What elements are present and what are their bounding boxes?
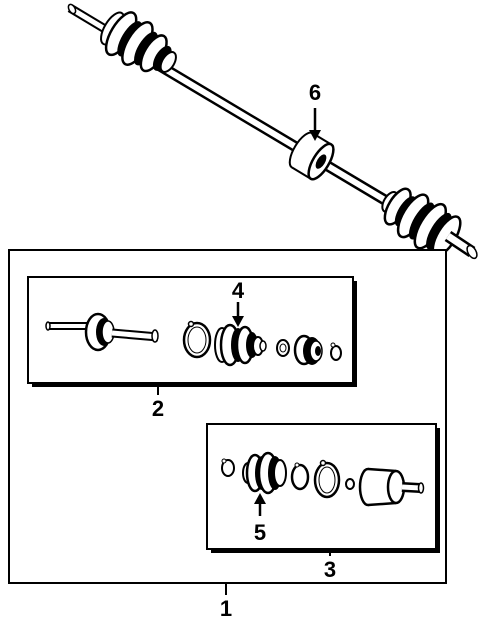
callout-4-label: 4 [232, 278, 245, 303]
callout-3-label: 3 [324, 557, 336, 582]
callout-6-label: 6 [309, 80, 321, 105]
inner-boot-5 [242, 451, 287, 495]
callout-2-label: 2 [152, 396, 164, 421]
snap-ring-3 [345, 478, 355, 490]
boot-clamp-small-2 [276, 339, 290, 357]
inner-joint-housing [358, 467, 425, 507]
outer-cv-boot [100, 11, 177, 73]
callout-1-label: 1 [220, 596, 232, 621]
inner-cv-boot [381, 187, 462, 257]
boot-clamp-medium-3 [290, 462, 310, 491]
outer-joint-bearing [293, 334, 323, 366]
outer-boot-4 [214, 323, 267, 367]
callout-5-arrow [254, 493, 266, 516]
boot-clamp-small-3 [221, 458, 235, 477]
inner-stub-shaft [444, 231, 478, 260]
axle-shaft [147, 55, 413, 220]
dynamic-damper [288, 131, 335, 181]
snap-ring-2 [330, 342, 342, 361]
callout-4-arrow [232, 302, 244, 327]
boot-clamp-large-3 [313, 459, 341, 499]
outer-joint-shaft [45, 312, 159, 352]
callout-6-arrow [309, 108, 321, 141]
callout-5-label: 5 [254, 520, 266, 545]
boot-clamp-large-2 [182, 320, 212, 359]
axle-shaft-assembly: 6 [67, 3, 478, 260]
